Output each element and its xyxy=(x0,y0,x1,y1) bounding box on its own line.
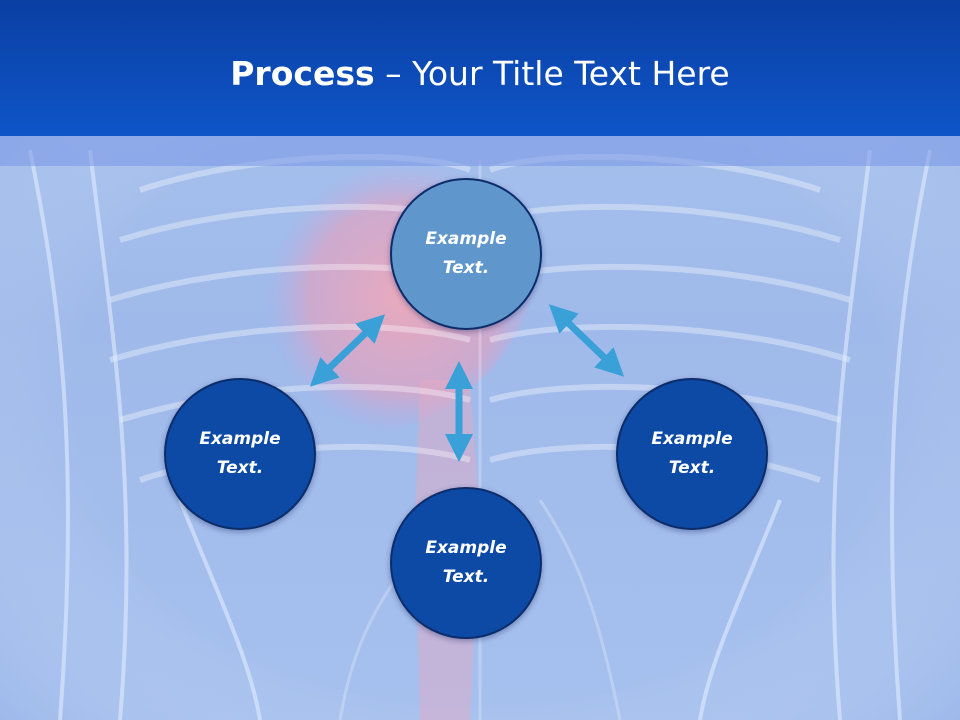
node-label-line1: Example xyxy=(199,429,281,449)
slide-title: Process – Your Title Text Here xyxy=(0,52,960,96)
node-label-line2: Text. xyxy=(216,458,264,478)
arrow-left-top xyxy=(309,314,386,387)
node-label-line2: Text. xyxy=(668,458,716,478)
node-label-line1: Example xyxy=(651,429,733,449)
title-bar-strip xyxy=(0,136,960,166)
title-rest-text: – Your Title Text Here xyxy=(374,54,730,93)
title-bold-text: Process xyxy=(230,54,375,93)
arrow-top-right xyxy=(548,304,625,377)
node-label-line2: Text. xyxy=(442,258,490,278)
node-label-line1: Example xyxy=(425,538,507,558)
node-label-line2: Text. xyxy=(442,567,490,587)
node-label-line1: Example xyxy=(425,229,507,249)
title-bar: Process – Your Title Text Here xyxy=(0,0,960,136)
